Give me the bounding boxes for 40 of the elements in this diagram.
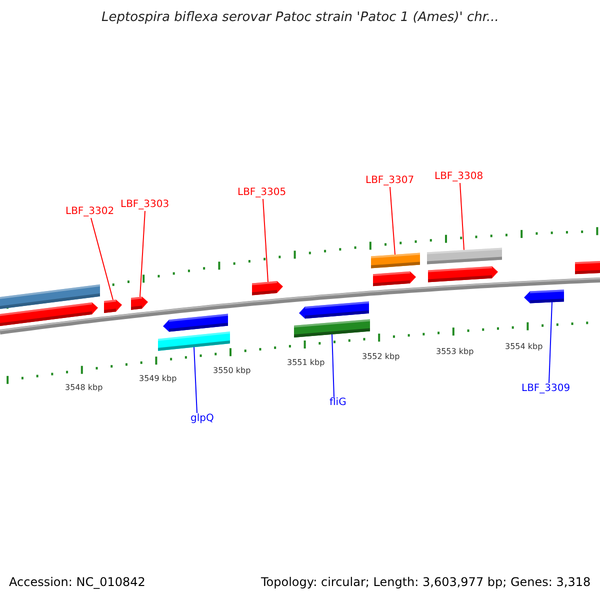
title: Leptospira biflexa serovar Patoc strain 'Patoc 1 (Ames)' chr... <box>102 10 499 26</box>
gene-feature <box>427 248 502 264</box>
gene-label: LBF_3307 <box>366 175 414 187</box>
gene-label: LBF_3302 <box>66 206 114 218</box>
gene-feature <box>373 271 416 286</box>
leader-line <box>332 334 334 398</box>
scale-label: 3552 kbp <box>362 352 400 362</box>
gene-label: LBF_3308 <box>434 171 484 183</box>
gene-feature <box>575 261 600 274</box>
gene-feature <box>299 301 369 319</box>
gene-feature <box>294 319 370 338</box>
gene-label: LBF_3305 <box>238 187 286 199</box>
gene-feature <box>524 290 564 304</box>
gene-feature <box>252 281 283 296</box>
scale-label: 3548 kbp <box>65 383 103 393</box>
gene-feature <box>371 252 420 268</box>
gene-label: LBF_3309 <box>522 383 570 395</box>
leader-line <box>194 346 198 414</box>
scale-label: 3553 kbp <box>436 347 474 357</box>
scale-label: 3554 kbp <box>505 342 543 352</box>
leader-line <box>390 186 396 255</box>
leader-line <box>548 302 552 384</box>
gene-feature <box>0 302 98 326</box>
scale-label: 3551 kbp <box>287 358 325 368</box>
accession-text: Accession: NC_010842 <box>9 575 146 589</box>
gene-feature <box>131 296 148 310</box>
leader-line <box>460 182 464 250</box>
scale-label: 3549 kbp <box>139 374 177 384</box>
leader-line <box>90 218 114 300</box>
gene-feature <box>104 300 122 313</box>
gene-feature <box>163 314 228 332</box>
leader-line <box>140 210 146 298</box>
gene-label: LBF_3303 <box>120 199 170 211</box>
scale-label: 3550 kbp <box>213 366 251 376</box>
summary-text: Topology: circular; Length: 3,603,977 bp; Genes: 3,318 <box>261 575 591 589</box>
gene-feature <box>158 332 230 351</box>
gene-label: fliG <box>330 397 346 409</box>
leader-line <box>262 198 268 282</box>
gene-feature <box>428 266 498 282</box>
gene-label: glpQ <box>190 413 214 425</box>
